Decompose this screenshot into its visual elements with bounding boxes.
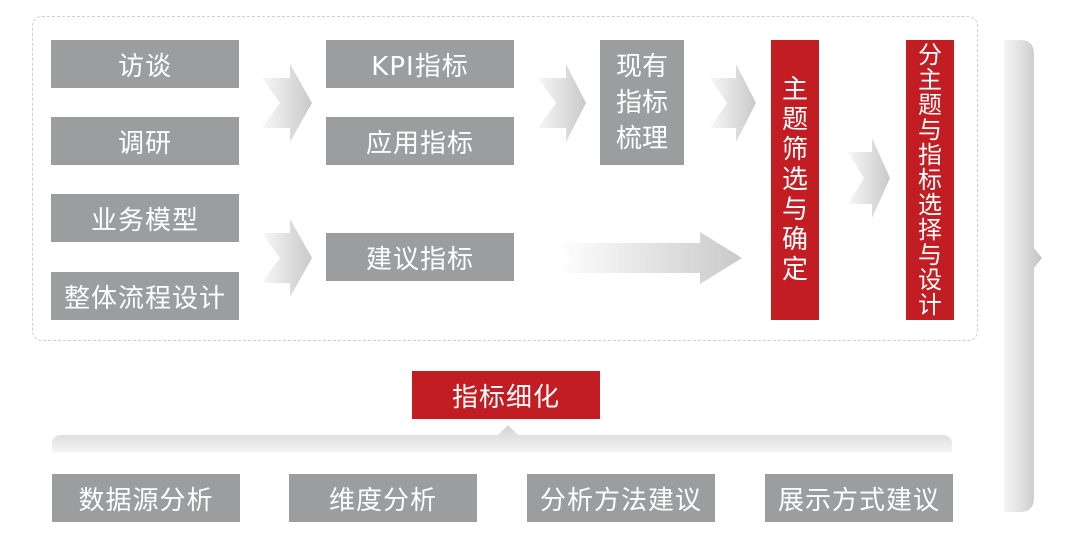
indicator-label-kpi: KPI指标 — [371, 51, 469, 82]
arrow-process-to-suggested — [262, 219, 312, 297]
input-label-interview: 访谈 — [117, 51, 172, 82]
indicator-box-application: 应用指标 — [326, 117, 514, 165]
topic-design-box: 分主题与指标选择与设计 — [906, 40, 954, 320]
refinement-item-dimension: 维度分析 — [289, 474, 477, 522]
indicator-box-suggested: 建议指标 — [326, 233, 514, 281]
topic-selection-box: 主题筛选与确定 — [771, 40, 819, 320]
input-label-business-model: 业务模型 — [90, 205, 199, 236]
indicator-label-suggested: 建议指标 — [365, 244, 474, 275]
topic-design-label: 分主题与指标选择与设计 — [918, 40, 942, 319]
indicator-box-kpi: KPI指标 — [326, 40, 514, 88]
input-label-process-design: 整体流程设计 — [63, 283, 226, 314]
input-box-research: 调研 — [51, 117, 239, 165]
input-box-interview: 访谈 — [51, 40, 239, 88]
input-box-process-design: 整体流程设计 — [51, 272, 239, 320]
refinement-title-label: 指标细化 — [451, 382, 560, 413]
refinement-bracket — [52, 425, 952, 452]
arrow-review-to-selection — [710, 64, 756, 142]
refinement-item-label: 分析方法建议 — [539, 485, 702, 516]
refinement-title-box: 指标细化 — [412, 371, 600, 419]
arrow-inputs-to-indicators — [262, 64, 312, 142]
refinement-item-display: 展示方式建议 — [765, 474, 953, 522]
arrow-selection-to-design — [848, 138, 890, 218]
arrow-suggested-to-selection — [556, 232, 742, 284]
right-side-bar — [1004, 40, 1042, 512]
indicator-label-application: 应用指标 — [365, 128, 474, 159]
refinement-item-data-source: 数据源分析 — [52, 474, 240, 522]
topic-selection-label: 主题筛选与确定 — [782, 75, 809, 285]
refinement-item-method: 分析方法建议 — [527, 474, 715, 522]
arrow-indicators-to-review — [538, 64, 586, 142]
upper-dashed-frame — [32, 16, 978, 341]
refinement-item-label: 数据源分析 — [78, 485, 214, 516]
refinement-item-label: 展示方式建议 — [777, 485, 940, 516]
existing-review-box: 现有指标梳理 — [600, 40, 684, 165]
input-box-business-model: 业务模型 — [51, 194, 239, 242]
existing-review-label: 现有指标梳理 — [615, 51, 668, 154]
refinement-item-label: 维度分析 — [328, 485, 437, 516]
input-label-research: 调研 — [117, 128, 172, 159]
